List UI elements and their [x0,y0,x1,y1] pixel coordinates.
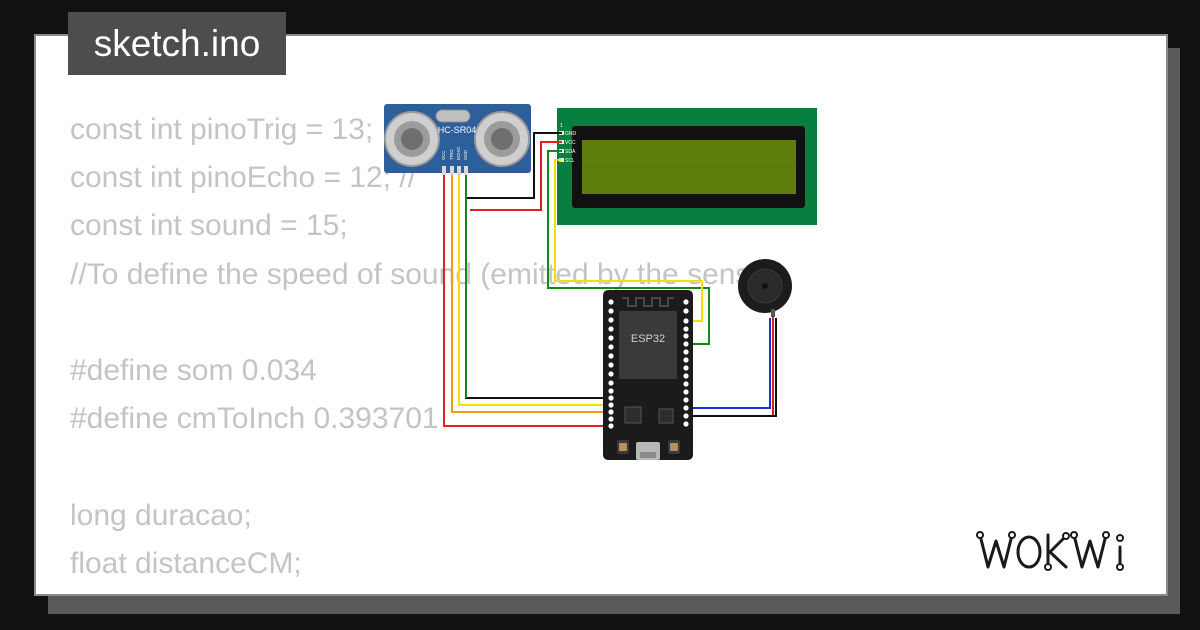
sensor-pin-gnd: GND [463,149,468,160]
esp32-right-pins [683,299,689,427]
wokwi-logo [976,531,1124,571]
wire-sensor-vcc[interactable] [443,168,609,427]
wire-buzzer-blue[interactable] [690,318,771,409]
ultrasonic-sensor[interactable]: HC-SR04 VCC TRIG ECHO GND [384,104,531,175]
esp32-board[interactable]: ESP32 [603,290,693,460]
lcd-pin-scl: SCL [565,158,575,164]
wire-sensor-trig[interactable] [451,168,609,413]
wire-buzzer-black[interactable] [690,318,777,417]
code-line: float distanceCM; [70,546,302,580]
wire-lcd-gnd[interactable] [465,132,609,399]
esp32-label: ESP32 [631,333,665,345]
wire-lcd-scl[interactable] [554,159,703,322]
lcd-pin-gnd: GND [565,131,577,137]
code-line: const int pinoEcho = 12; // [70,161,417,195]
code-line: const int sound = 15; [70,209,348,243]
buzzer[interactable] [738,259,792,317]
lcd-display[interactable]: 1 GND VCC SDA SCL [557,108,817,225]
lcd-pin-vcc: VCC [565,140,576,146]
sensor-pin-vcc: VCC [441,150,446,160]
ultrasonic-label: HC-SR04 [438,125,477,135]
sensor-pin-trig: TRIG [449,149,454,160]
svg-text:1: 1 [560,123,563,129]
wire-sensor-echo[interactable] [458,168,609,406]
esp32-left-pins [608,299,614,429]
code-line: const int pinoTrig = 13; [70,113,374,146]
sensor-pin-header [442,166,468,175]
wires [443,132,777,427]
sketch-filename-tab: sketch.ino [68,12,286,75]
code-line: #define som 0.034 [70,354,317,388]
code-listing: const int pinoTrig = 13; const int pinoEc… [70,106,787,594]
lcd-pin-sda: SDA [565,149,576,155]
code-line: long duracao; [70,498,252,532]
sensor-pin-echo: ECHO [456,146,461,160]
wire-lcd-vcc[interactable] [470,141,562,211]
wire-lcd-sda[interactable] [547,150,710,345]
code-line: #define cmToInch 0.393701 [70,402,439,436]
